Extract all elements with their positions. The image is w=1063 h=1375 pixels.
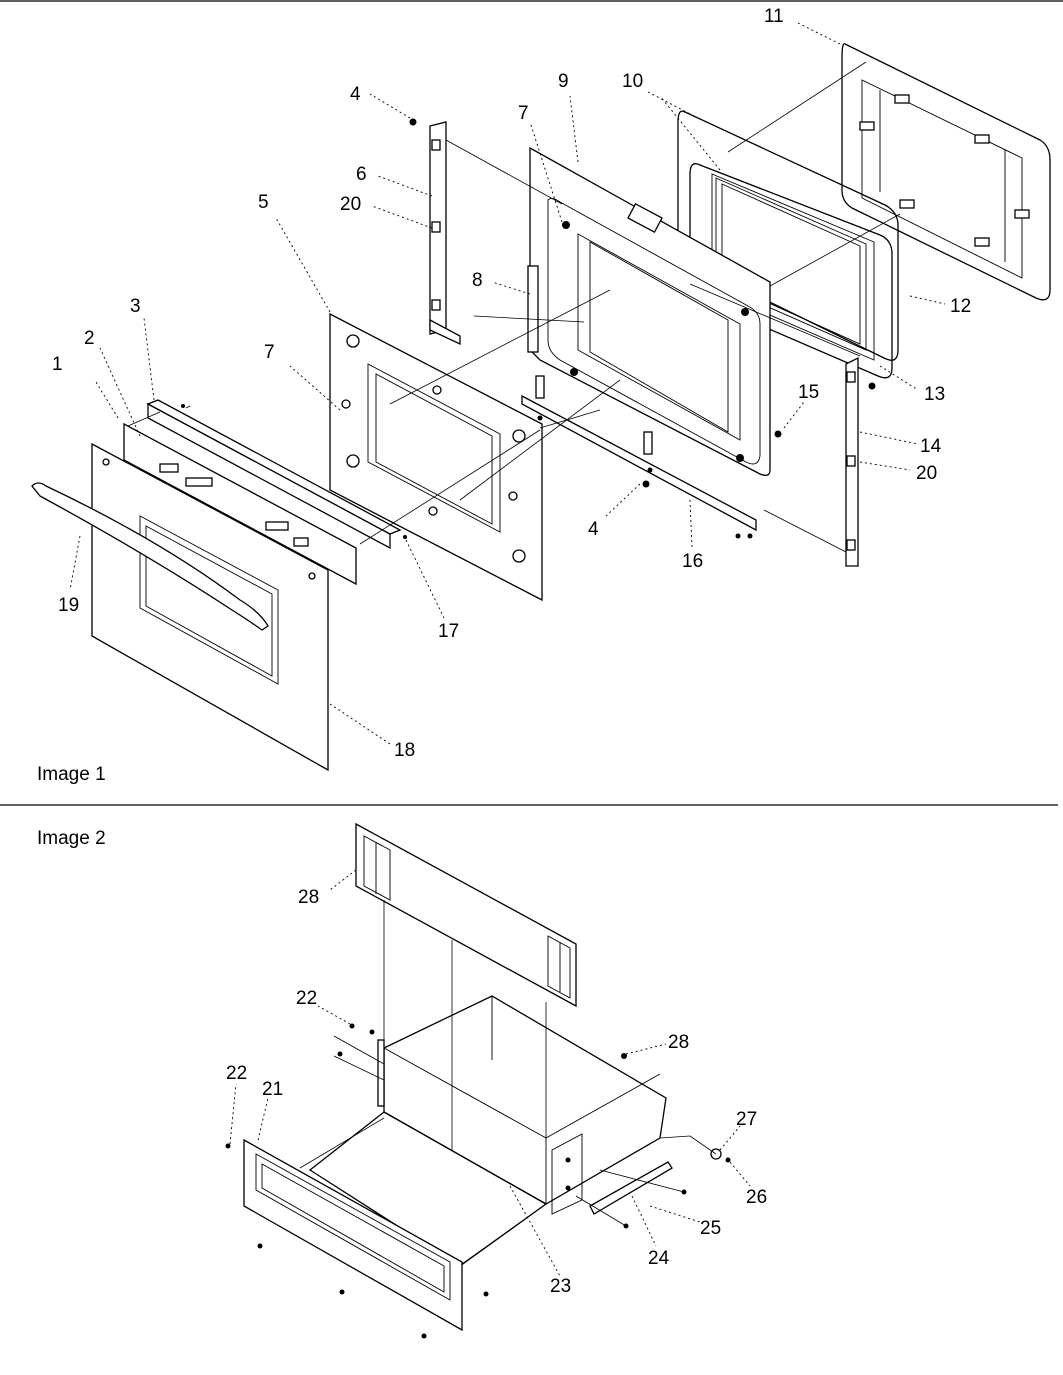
callout-1: 1 — [52, 354, 63, 375]
image2-drawer-assembly: Image 2 — [37, 822, 767, 1339]
callouts-image1: 1 2 3 4 5 6 7 8 9 10 11 12 13 14 15 16 1… — [52, 6, 971, 761]
callout-28-right: 28 — [668, 1032, 689, 1053]
part-11-outer-frame — [841, 43, 1051, 301]
callout-2: 2 — [84, 328, 95, 349]
callout-6: 6 — [356, 164, 367, 185]
callout-22-left: 22 — [226, 1063, 247, 1084]
callout-13: 13 — [924, 384, 945, 405]
part-5-middle-panel — [329, 312, 543, 602]
part-10-glass-pane — [677, 110, 899, 361]
part-14-hinge-strip — [845, 356, 859, 567]
callout-17: 17 — [438, 621, 459, 642]
callout-16: 16 — [682, 551, 703, 572]
fasteners-image2 — [225, 1023, 731, 1339]
centerlines-image2 — [299, 900, 717, 1265]
callout-22-upper: 22 — [296, 988, 317, 1009]
part-3-top-trim — [146, 399, 402, 550]
callout-3: 3 — [130, 296, 141, 317]
callout-7: 7 — [518, 103, 529, 124]
part-19-door-handle — [31, 482, 269, 631]
callout-27: 27 — [736, 1109, 757, 1130]
callout-11: 11 — [764, 6, 784, 27]
callout-4: 4 — [350, 84, 361, 105]
part-21-drawer-front — [243, 1138, 463, 1332]
part-28-back-panel — [355, 822, 577, 1008]
callout-10: 10 — [622, 71, 643, 92]
callout-14: 14 — [920, 436, 942, 457]
callout-8: 8 — [472, 270, 483, 291]
part-24-slide-rail — [589, 1161, 673, 1215]
fasteners-image1 — [181, 118, 876, 539]
callout-23: 23 — [550, 1276, 571, 1297]
assembly-centerlines — [127, 61, 901, 553]
callout-4-lower: 4 — [588, 519, 599, 540]
leader-lines-image1 — [69, 21, 946, 745]
callout-28-top: 28 — [298, 887, 319, 908]
callout-9: 9 — [558, 71, 569, 92]
callout-15: 15 — [798, 382, 819, 403]
callout-5: 5 — [258, 192, 269, 213]
callout-18: 18 — [394, 740, 415, 761]
image2-caption: Image 2 — [37, 828, 106, 849]
callout-26: 26 — [746, 1187, 767, 1208]
callout-20-lower: 20 — [916, 463, 937, 484]
callout-20-upper: 20 — [340, 194, 361, 215]
callout-21: 21 — [262, 1079, 283, 1100]
callout-25: 25 — [700, 1218, 721, 1239]
leader-lines-image2 — [229, 869, 751, 1277]
image1-oven-door-assembly: 1 2 3 4 5 6 7 8 9 10 11 12 13 14 15 16 1… — [31, 6, 1051, 785]
callout-7-left: 7 — [264, 342, 275, 363]
part-6-hinge-strip — [429, 121, 461, 346]
callouts-image2: 21 22 22 23 24 25 26 27 28 28 — [226, 887, 767, 1297]
part-16-bottom-bracket — [521, 375, 757, 532]
part-2-vent-trim — [123, 422, 357, 586]
part-9-inner-door-panel — [527, 146, 771, 476]
callout-19: 19 — [58, 595, 79, 616]
callout-12: 12 — [950, 296, 971, 317]
part-18-outer-door-panel — [91, 442, 329, 772]
image1-caption: Image 1 — [37, 764, 106, 785]
callout-24: 24 — [648, 1248, 670, 1269]
